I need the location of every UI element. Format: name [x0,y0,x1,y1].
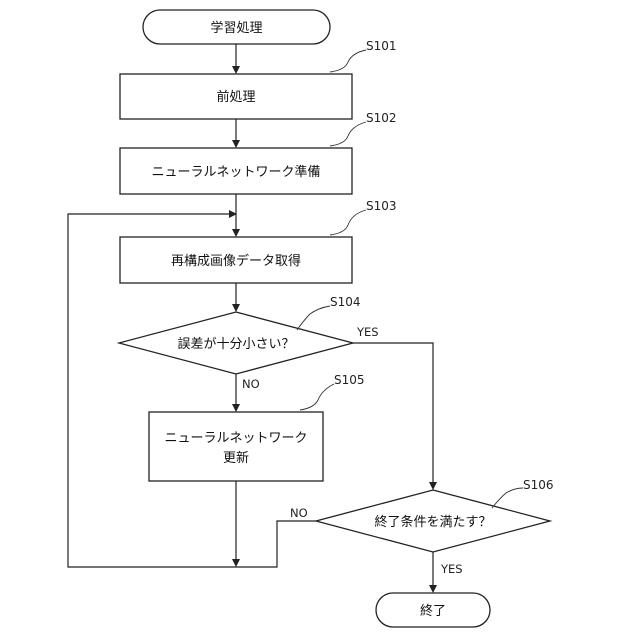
decision-s104-label: 誤差が十分小さい？ [177,336,294,352]
arrowhead [429,482,437,490]
step-s103-label: 再構成画像データ取得 [171,253,301,269]
decision-s106-label: 終了条件を満たす？ [374,514,491,530]
arrowhead [232,229,240,237]
ref-leader-s104 [297,306,330,330]
ref-leader-s101 [330,50,366,72]
ref-s106: S106 [523,478,554,492]
arrowhead [232,66,240,74]
ref-leader-s105 [300,384,334,410]
ref-leader-s103 [330,210,366,235]
branch-label-s106-yes: YES [440,562,463,576]
ref-leader-s106 [492,488,523,508]
ref-s103: S103 [366,199,397,213]
step-s105-box [149,412,323,481]
connector-s106-no [236,521,316,567]
ref-leader-s102 [330,122,366,146]
step-s101-label: 前処理 [216,89,255,105]
ref-s105: S105 [334,373,365,387]
arrowhead [232,304,240,312]
ref-s101: S101 [366,39,397,53]
connector-s104-yes [353,343,433,484]
step-s105-label-line2: 更新 [223,450,249,466]
step-s102-label: ニューラルネットワーク準備 [151,164,320,180]
arrowhead [232,140,240,148]
end-label: 終了 [420,603,446,619]
start-label: 学習処理 [210,20,262,36]
arrowhead [232,559,240,567]
arrowhead [429,585,437,593]
ref-s102: S102 [366,111,397,125]
branch-label-s106-no: NO [290,506,308,520]
ref-s104: S104 [330,295,361,309]
step-s105-label-line1: ニューラルネットワーク [164,431,307,446]
branch-label-s104-no: NO [242,377,260,391]
branch-label-s104-yes: YES [356,325,379,339]
arrowhead [232,404,240,412]
